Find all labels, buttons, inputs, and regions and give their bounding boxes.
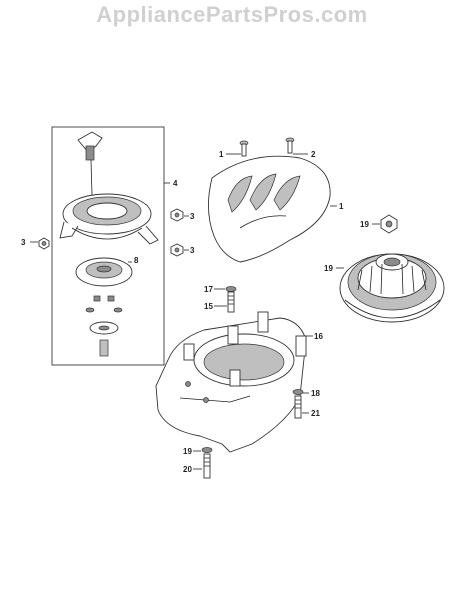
callout-3-left: 3	[21, 238, 26, 247]
callout-2: 1	[339, 202, 344, 211]
base-hole-1	[185, 381, 191, 387]
callout-16: 20	[183, 465, 192, 474]
callout-3-upper: 3	[190, 212, 195, 221]
housing-leg-left	[59, 221, 79, 239]
pawl-right	[107, 295, 115, 302]
cover-vent-3	[273, 175, 301, 211]
spring-left	[85, 307, 95, 313]
flywheel-nut	[380, 214, 398, 234]
handle-grip	[85, 145, 95, 161]
flywheel	[339, 253, 445, 323]
starter-rope	[90, 159, 93, 196]
starter-assembly-box	[51, 126, 165, 366]
base-opening	[203, 343, 285, 381]
pulley-center	[96, 265, 112, 273]
callout-4: 4	[173, 179, 178, 188]
callout-17: 21	[311, 409, 320, 418]
base-post-4	[295, 335, 307, 357]
callout-15: 15	[204, 302, 213, 311]
cover-screw-right	[285, 137, 295, 154]
pawl-left	[93, 295, 101, 302]
flywheel-fins	[357, 263, 427, 295]
callout-19-upper: 17	[204, 285, 213, 294]
nut-upper-right	[170, 208, 184, 222]
housing-rim	[71, 227, 143, 240]
retainer-screw	[99, 339, 109, 357]
housing-leg-right	[137, 225, 159, 245]
base-ledge	[179, 395, 251, 403]
callout-1-left: 1	[219, 150, 224, 159]
callout-19-right: 18	[311, 389, 320, 398]
callout-1-right: 2	[311, 150, 316, 159]
spring-right	[113, 307, 123, 313]
callout-3-lower: 3	[190, 246, 195, 255]
base-post-2	[227, 325, 239, 345]
cover-rib	[239, 215, 287, 229]
nut-lower-right	[170, 243, 184, 257]
callout-21: 19	[324, 264, 333, 273]
blower-base	[155, 311, 307, 453]
base-post-1	[183, 343, 195, 361]
blower-housing-cover	[208, 155, 331, 263]
cover-screw-left	[239, 140, 249, 157]
base-post-3	[257, 311, 269, 333]
cover-vent-1	[227, 175, 253, 213]
base-post-5	[229, 369, 241, 387]
flywheel-bore	[383, 257, 401, 267]
callout-8: 8	[134, 256, 139, 265]
flywheel-ring-gear	[344, 299, 441, 319]
cover-vent-2	[249, 173, 277, 211]
callout-20: 19	[360, 220, 369, 229]
retainer-hole	[98, 325, 110, 331]
stud-lower	[201, 447, 213, 479]
housing-hub	[86, 202, 128, 220]
base-hole-2	[203, 397, 209, 403]
nut-left	[38, 237, 50, 250]
recoil-starter-group	[51, 126, 165, 366]
watermark: AppliancePartsPros.com	[96, 2, 368, 27]
callout-18: 16	[314, 332, 323, 341]
callout-19-lower: 19	[183, 447, 192, 456]
stud-right	[292, 389, 304, 419]
stud-upper	[225, 286, 237, 313]
